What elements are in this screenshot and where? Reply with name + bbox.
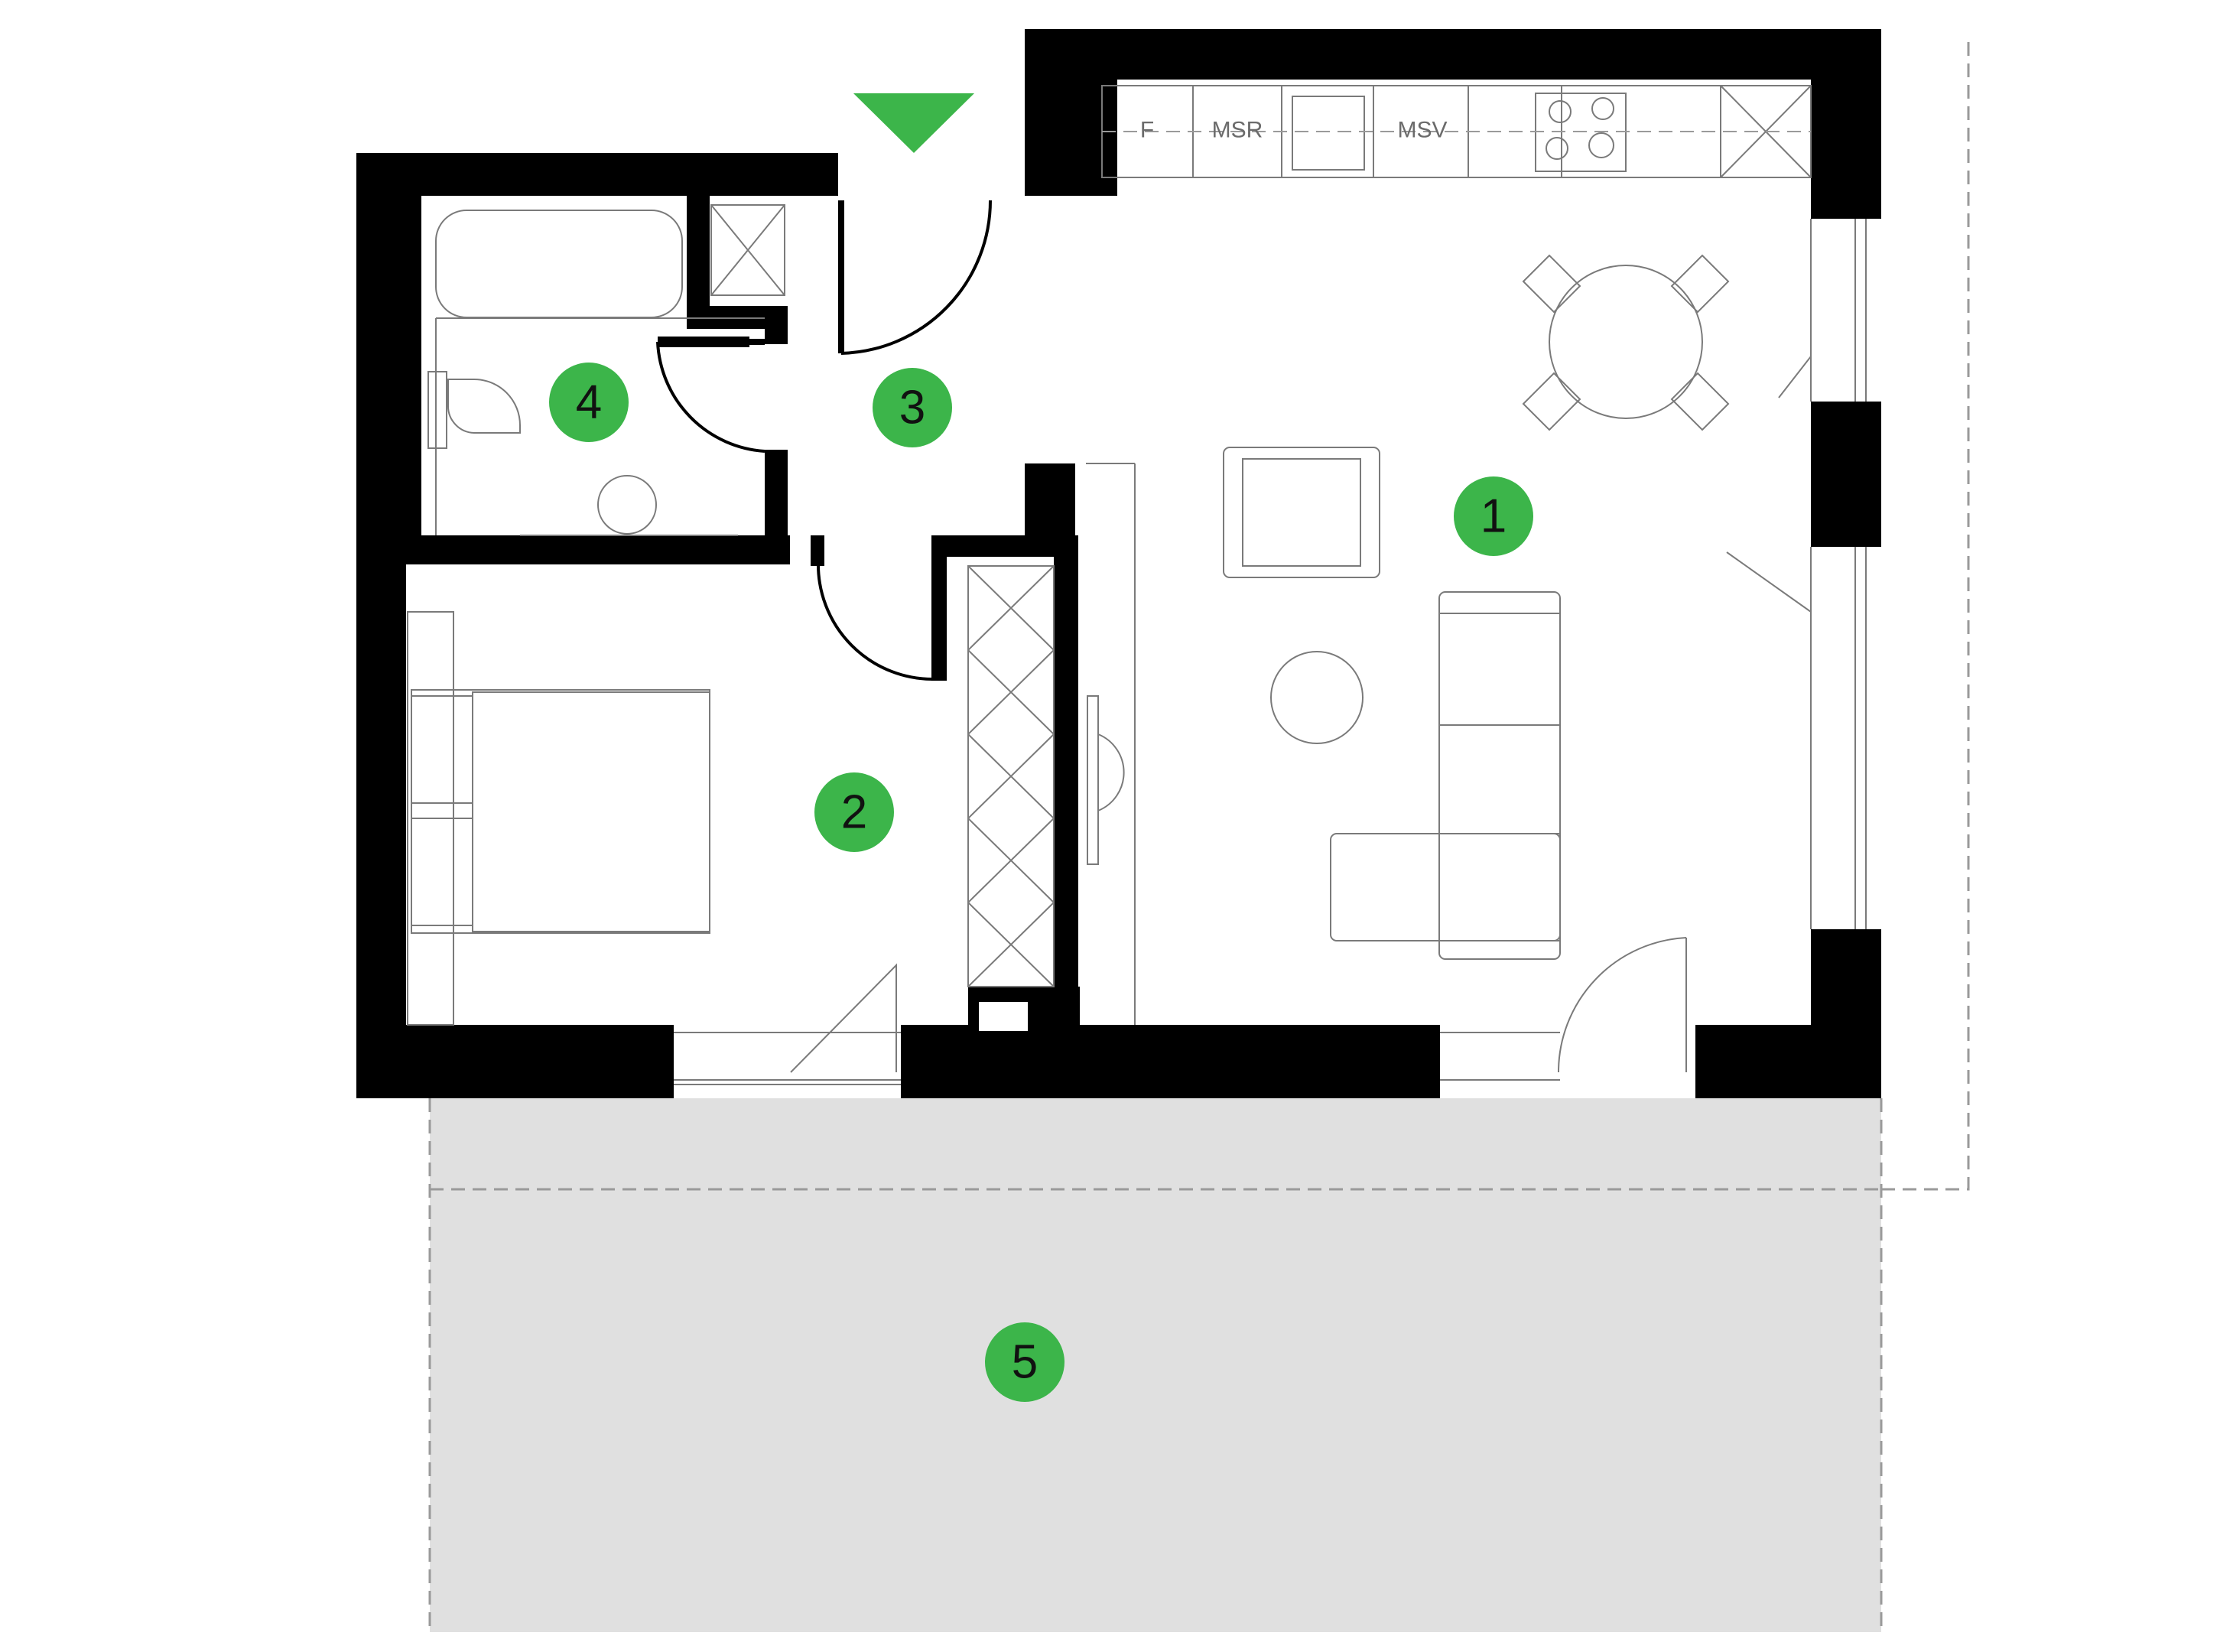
entrance-arrow-icon [853,93,974,153]
fridge-label: F [1140,118,1154,143]
room-badge-2: 2 [814,772,894,852]
dishwasher-label: MSR [1212,118,1263,143]
walls [356,29,1881,1098]
kitchen: F MSR MSV [1101,85,1812,178]
room-badge-1: 1 [1454,476,1533,556]
windows [674,219,1867,1085]
room-number-3: 3 [899,382,925,434]
room-number-5: 5 [1012,1336,1038,1389]
room-badge-5: 5 [985,1322,1064,1402]
room-badge-4: 4 [549,363,629,442]
living-furniture [1086,254,1730,1025]
room-number-1: 1 [1481,490,1507,543]
doors [656,200,1687,1073]
terrace [428,38,1970,1632]
room-badge-3: 3 [873,368,952,447]
bathroom-fixtures [427,204,785,536]
microwave-label: MSV [1397,118,1447,143]
bedroom-furniture [407,565,1055,1026]
room-number-4: 4 [576,376,602,429]
room-number-2: 2 [841,786,867,839]
